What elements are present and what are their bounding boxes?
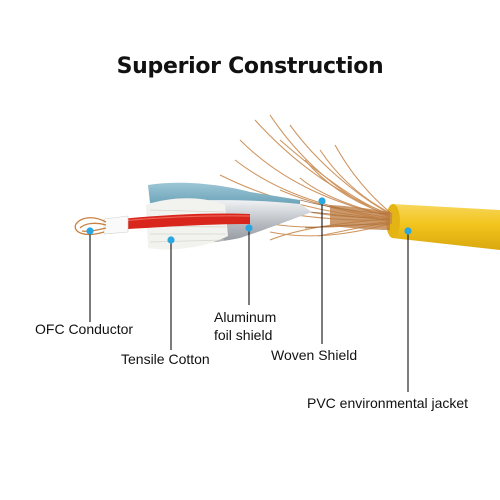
marker-dot-aluminum xyxy=(245,224,253,232)
marker-dots xyxy=(86,197,412,244)
leader-lines xyxy=(89,202,409,392)
marker-dot-cotton xyxy=(167,236,175,244)
label-aluminum-foil-shield: Aluminum foil shield xyxy=(214,308,276,344)
marker-dot-woven xyxy=(318,197,326,205)
marker-dot-ofc xyxy=(86,227,94,235)
label-woven-shield: Woven Shield xyxy=(271,347,358,363)
page-title: Superior Construction xyxy=(116,54,384,79)
label-aluminum-line1: Aluminum xyxy=(214,309,277,325)
inner-insulation xyxy=(110,213,250,230)
label-ofc-conductor: OFC Conductor xyxy=(35,321,134,337)
marker-dot-pvc xyxy=(404,227,412,235)
label-pvc-jacket: PVC environmental jacket xyxy=(307,395,469,411)
label-aluminum-line2: foil shield xyxy=(214,327,273,343)
label-tensile-cotton: Tensile Cotton xyxy=(121,351,210,367)
pvc-jacket xyxy=(386,204,500,250)
